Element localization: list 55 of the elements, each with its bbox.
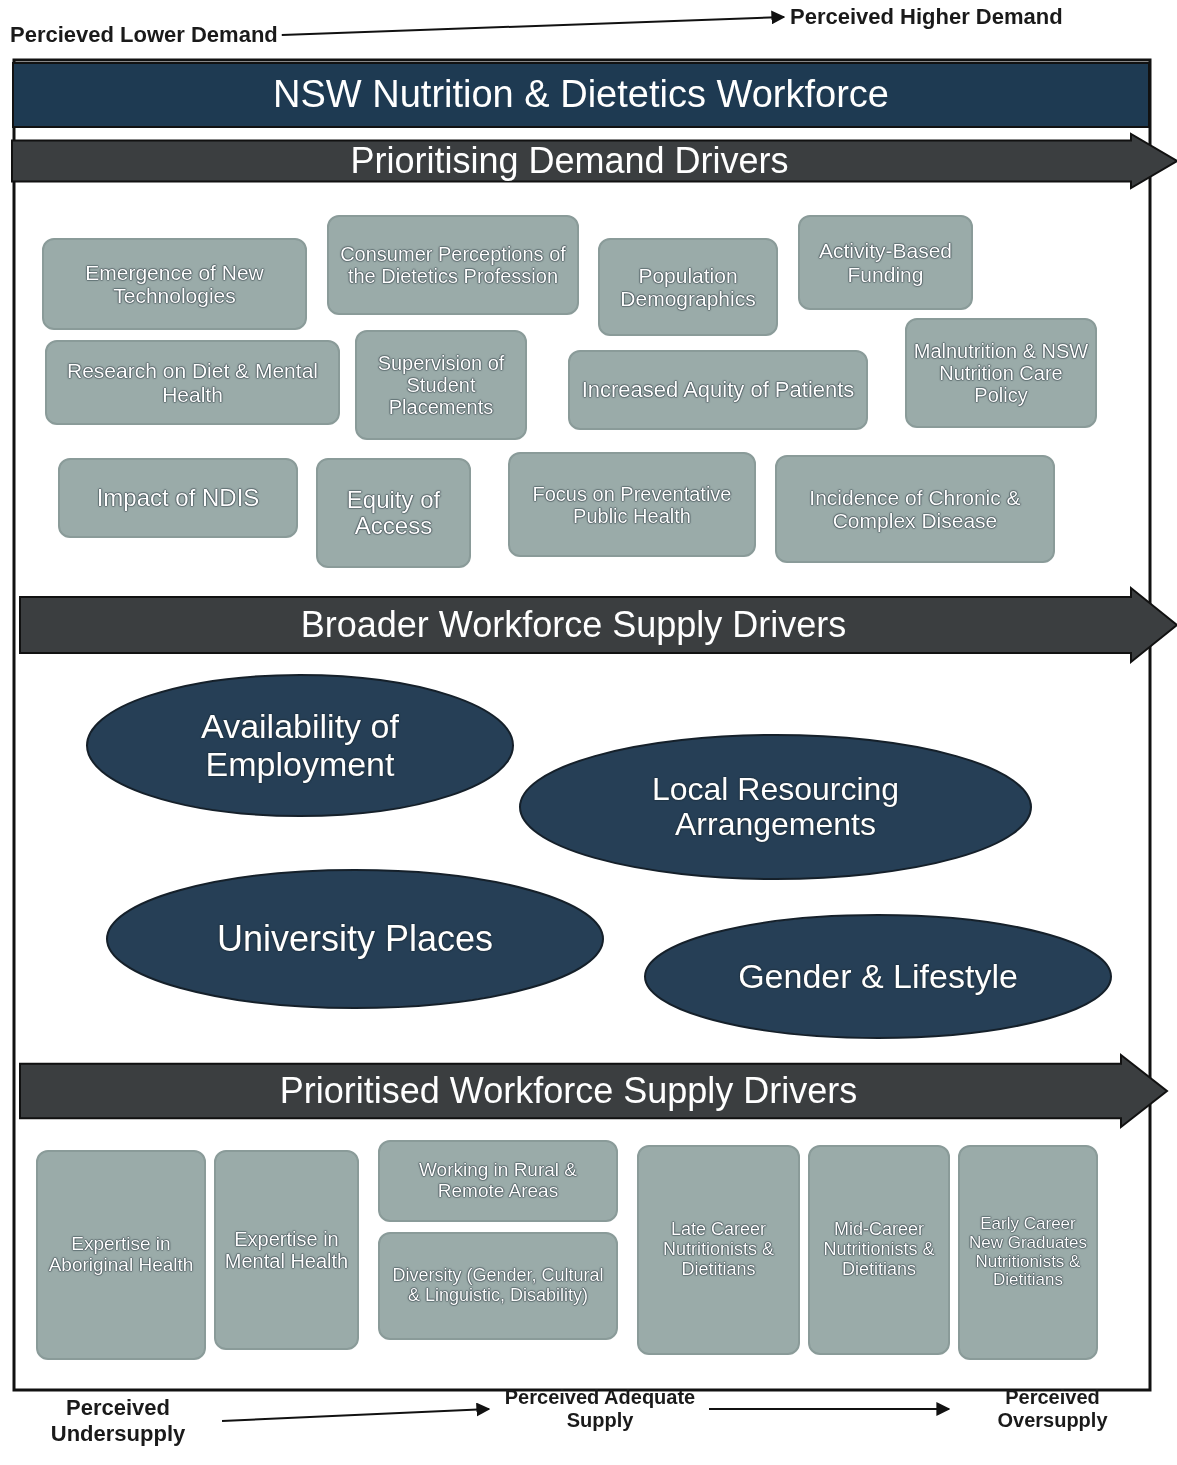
- driver-box: [798, 215, 973, 310]
- oval-text: University Places: [216, 919, 494, 959]
- driver-text: Equity of Access: [345, 486, 442, 540]
- driver-box: [598, 238, 778, 336]
- title-text: NSW Nutrition & Dietetics Workforce: [273, 74, 889, 116]
- driver-text: Expertise in Mental Health: [223, 1228, 350, 1272]
- driver-box: [568, 350, 868, 430]
- driver-box: [775, 455, 1055, 563]
- driver-box: [36, 1150, 206, 1360]
- driver-text: Expertise in Aboriginal Health: [47, 1234, 195, 1276]
- arrow: [280, 10, 786, 36]
- arrow: [708, 1402, 951, 1416]
- driver-box: [508, 452, 756, 557]
- driver-text: Population Demographics: [619, 263, 757, 311]
- driver-text: Impact of NDIS: [96, 484, 260, 512]
- oval-text: Gender & Lifestyle: [738, 957, 1018, 996]
- driver-text: Incidence of Chronic & Complex Disease: [808, 485, 1022, 533]
- driver-text: Increased Aquity of Patients: [581, 377, 855, 403]
- driver-box: [958, 1145, 1098, 1360]
- driver-text: Working in Rural & Remote Areas: [417, 1160, 578, 1202]
- driver-text: Late Career Nutritionists & Dietitians: [661, 1220, 775, 1280]
- driver-box: [58, 458, 298, 538]
- driver-box: [637, 1145, 800, 1355]
- arrow: [221, 1402, 491, 1422]
- driver-box: [45, 340, 340, 425]
- band-title: Broader Workforce Supply Drivers: [300, 605, 847, 645]
- oval-text: Availability of Employment: [200, 708, 400, 783]
- axis-label: Perceived Higher Demand: [790, 4, 1063, 30]
- driver-box: [905, 318, 1097, 428]
- axis-label: Percieved Lower Demand: [10, 22, 278, 48]
- driver-box: [355, 330, 527, 440]
- driver-text: Activity-Based Funding: [817, 239, 953, 286]
- driver-text: Diversity (Gender, Cultural & Linguistic, Disability): [391, 1266, 605, 1306]
- driver-text: Emergence of New Technologies: [84, 260, 265, 308]
- driver-box: [327, 215, 579, 315]
- axis-label: Perceived Oversupply: [955, 1386, 1150, 1432]
- driver-box: [378, 1232, 618, 1340]
- driver-text: Consumer Perceptions of the Dietetics Profession: [339, 243, 567, 287]
- driver-box: [808, 1145, 950, 1355]
- driver-text: Malnutrition & NSW Nutrition Care Policy: [913, 340, 1089, 406]
- band-title: Prioritised Workforce Supply Drivers: [279, 1071, 858, 1111]
- driver-text: Early Career New Graduates Nutritionists & Dietitians: [967, 1215, 1089, 1290]
- driver-text: Focus on Preventative Public Health: [531, 482, 733, 527]
- driver-box: [214, 1150, 359, 1350]
- driver-box: [316, 458, 471, 568]
- driver-box: [42, 238, 307, 330]
- driver-text: Mid-Career Nutritionists & Dietitians: [822, 1220, 936, 1280]
- title-banner: [12, 62, 1150, 128]
- axis-label: Perceived Adequate Supply: [495, 1386, 705, 1432]
- oval-text: Local Resourcing Arrangements: [650, 771, 901, 843]
- axis-label: Perceived Undersupply: [18, 1395, 218, 1447]
- driver-box: [378, 1140, 618, 1222]
- driver-text: Research on Diet & Mental Health: [66, 359, 319, 406]
- band-title: Prioritising Demand Drivers: [350, 141, 789, 181]
- driver-text: Supervision of Student Placements: [376, 352, 506, 418]
